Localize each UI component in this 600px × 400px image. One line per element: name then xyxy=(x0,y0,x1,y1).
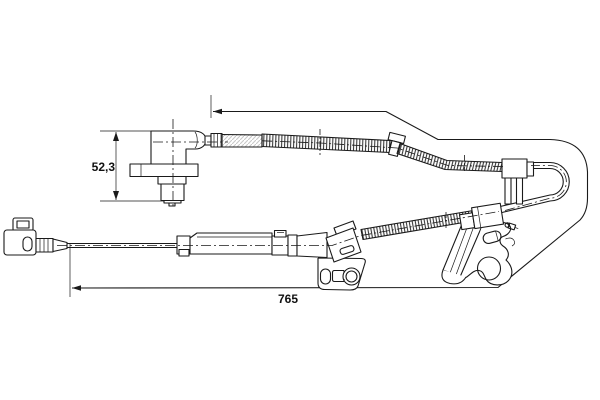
slot-hole xyxy=(482,230,502,245)
bracket-notch xyxy=(331,269,345,283)
cable-upper-run xyxy=(221,129,503,173)
protective-tube xyxy=(189,232,273,255)
overall-length-label: 765 xyxy=(278,292,298,306)
clamp-upper xyxy=(501,158,535,205)
small-pin xyxy=(504,222,519,231)
dimension-arrow-up xyxy=(113,132,119,141)
dimension-arrow-left-bottom xyxy=(72,285,81,291)
knuckle-bracket xyxy=(441,221,519,286)
cable-braid-section xyxy=(221,133,263,148)
protective-tube-2 xyxy=(296,231,328,259)
sensor-flange xyxy=(129,163,199,178)
sensor-height-label: 52,3 xyxy=(92,160,116,174)
strut-foot xyxy=(441,269,467,285)
small-hook xyxy=(505,237,516,247)
dimension-arrow-left-top xyxy=(213,108,222,115)
clamp-post xyxy=(504,177,512,205)
connector-slot xyxy=(22,236,33,252)
tube-tab xyxy=(273,229,287,238)
sensor-collar xyxy=(157,175,187,185)
u-turn-tube xyxy=(497,161,570,214)
cable-lower-run xyxy=(67,229,328,259)
sensor-cable-ferrule xyxy=(204,135,212,146)
cable-corrugated-descending xyxy=(396,142,503,173)
strain-relief xyxy=(35,237,54,253)
bracket-ring-outer xyxy=(342,267,361,286)
sensor xyxy=(129,130,223,207)
centerlines xyxy=(57,119,567,246)
dimension-overall-length: 765 xyxy=(69,95,298,306)
clamp-main xyxy=(325,220,362,263)
clamp-lower xyxy=(458,202,505,231)
bracket-ring-inner xyxy=(345,270,358,283)
mounting-hole xyxy=(476,256,502,281)
dimension-arrow-down xyxy=(113,191,119,200)
clamp-post xyxy=(515,177,524,205)
bracket-outline xyxy=(71,110,589,289)
grommet-bracket xyxy=(317,257,366,291)
connector xyxy=(3,217,68,256)
sensor-tip xyxy=(160,183,185,202)
bracket-slot xyxy=(319,268,332,285)
